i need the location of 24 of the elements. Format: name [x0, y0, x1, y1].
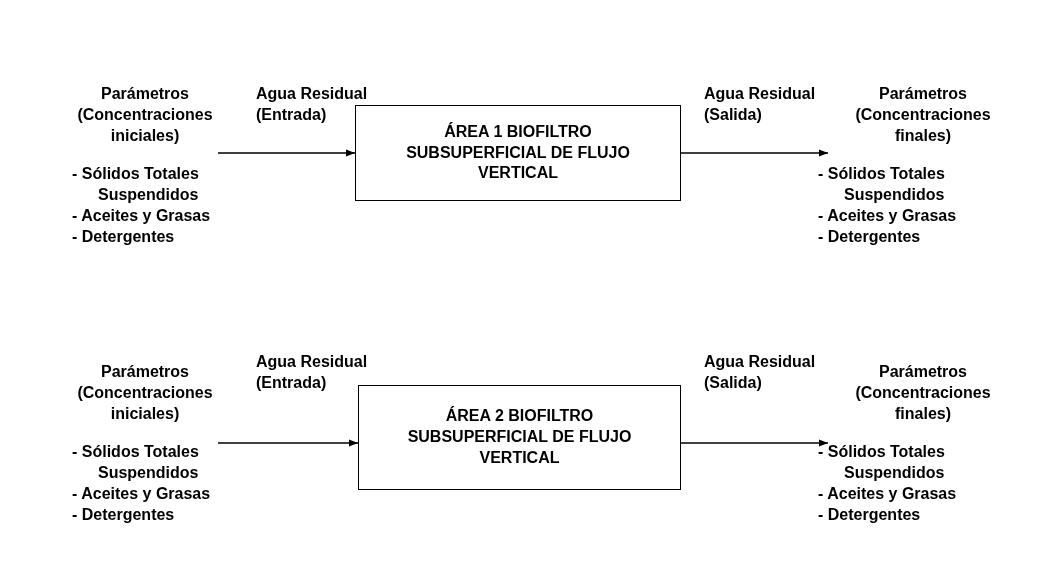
- arrow: [217, 149, 356, 157]
- process-box: ÁREA 2 BIOFILTRO SUBSUPERFICIAL DE FLUJO VERTICAL: [358, 385, 681, 490]
- arrow: [680, 149, 829, 157]
- parameter-list-item: - Aceites y Grasas: [72, 484, 212, 504]
- parameter-heading: Parámetros (Concentraciones iniciales): [76, 362, 214, 424]
- parameter-list-item: - Sólidos Totales Suspendidos: [818, 164, 946, 206]
- parameter-heading: Parámetros (Concentraciones finales): [854, 84, 992, 146]
- parameter-list-item: - Sólidos Totales Suspendidos: [72, 442, 200, 484]
- edge-label: Agua Residual (Salida): [704, 352, 817, 393]
- parameter-list-item: - Sólidos Totales Suspendidos: [72, 164, 200, 206]
- parameter-list-item: - Detergentes: [72, 504, 176, 525]
- arrow: [680, 439, 829, 447]
- process-box: ÁREA 1 BIOFILTRO SUBSUPERFICIAL DE FLUJO VERTICAL: [355, 105, 681, 201]
- parameter-list-item: - Detergentes: [818, 504, 922, 525]
- edge-label: Agua Residual (Salida): [704, 84, 817, 125]
- parameter-list-item: - Detergentes: [818, 226, 922, 247]
- parameter-list-item: - Aceites y Grasas: [818, 484, 958, 504]
- parameter-list-item: - Sólidos Totales Suspendidos: [818, 442, 946, 484]
- parameter-list-item: - Aceites y Grasas: [72, 206, 212, 226]
- parameter-list-item: - Detergentes: [72, 226, 176, 247]
- parameter-heading: Parámetros (Concentraciones iniciales): [76, 84, 214, 146]
- parameter-heading: Parámetros (Concentraciones finales): [854, 362, 992, 424]
- arrow: [217, 439, 359, 447]
- parameter-list-item: - Aceites y Grasas: [818, 206, 958, 226]
